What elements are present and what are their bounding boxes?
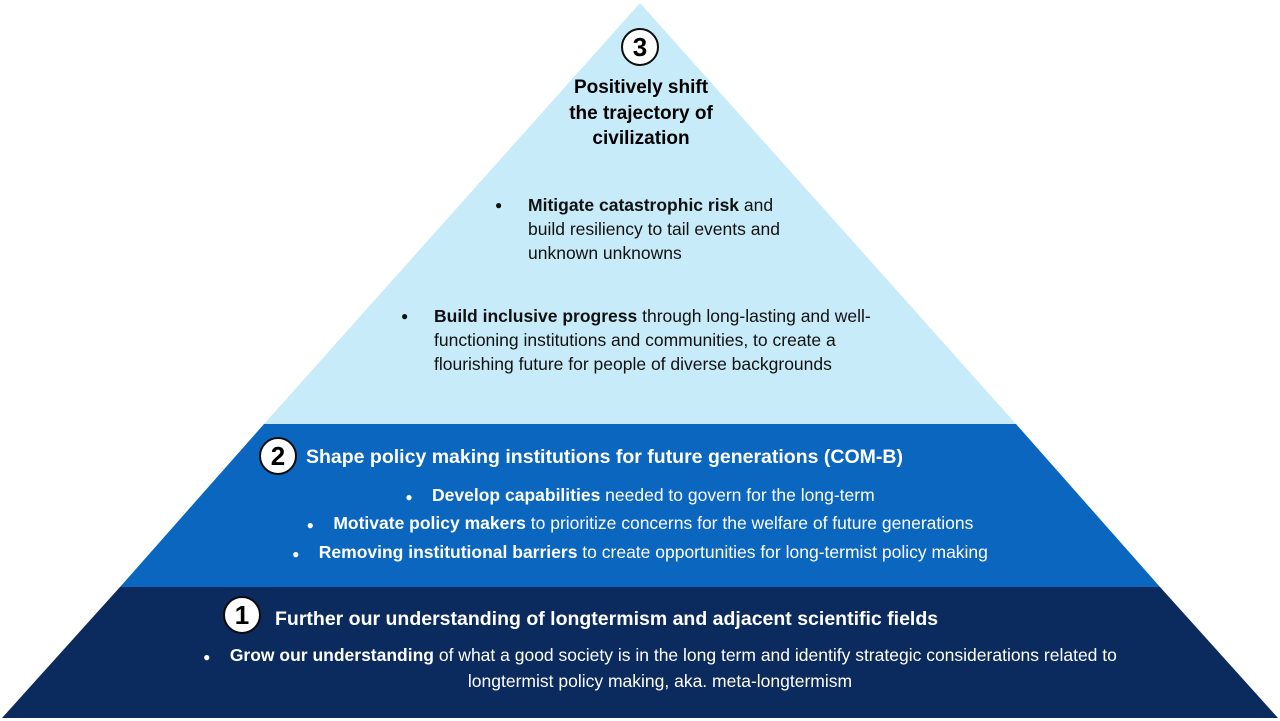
bullet-bold-text: Motivate policy makers: [333, 513, 526, 533]
bullet-text: needed to govern for the long-term: [600, 485, 875, 505]
bullet-icon: ●: [405, 490, 413, 504]
bullet-icon: ●: [306, 518, 314, 532]
bullet-bold-text: Build inclusive progress: [434, 306, 638, 326]
bullet-bold-text: Develop capabilities: [432, 485, 601, 505]
bullet-icon: ●: [495, 198, 503, 212]
bullet-bold-text: Mitigate catastrophic risk: [528, 195, 740, 215]
bullet-icon: ●: [401, 309, 409, 323]
tier-2-middle-section: [120, 424, 1160, 587]
bullet-icon: ●: [292, 547, 300, 561]
bullet-text: to prioritize concerns for the welfare o…: [525, 513, 974, 533]
bullet-icon: ●: [203, 650, 211, 664]
bullet-bold-text: Grow our understanding: [229, 645, 434, 665]
tier-1-number-badge: 1: [223, 596, 261, 634]
tier-2-number-badge: 2: [259, 437, 297, 475]
tier-2-bullet-1: ● Develop capabilities needed to govern …: [140, 485, 1140, 506]
tier-3-title: Positively shift the trajectory of civil…: [569, 77, 713, 149]
bullet-text: through long-lasting and well-functionin…: [434, 306, 871, 374]
bullet-text: to create opportunities for long-termist…: [577, 542, 988, 562]
tier-1-title: Further our understanding of longtermism…: [275, 608, 939, 630]
tier-1-bullet-1: ● Grow our understanding of what a good …: [160, 643, 1160, 693]
bullet-text: of what a good society is in the long te…: [433, 645, 1117, 691]
tier-1-bottom-section: [2, 587, 1278, 718]
tier-3-top-section: [264, 3, 1016, 424]
bullet-text: and build resiliency to tail events and …: [528, 195, 780, 263]
tier-3-bullet-1: Mitigate catastrophic risk and build res…: [528, 193, 788, 265]
tier-2-title: Shape policy making institutions for fut…: [306, 446, 903, 468]
tier-3-bullet-2: Build inclusive progress through long-la…: [434, 304, 894, 376]
tier-2-bullet-2: ● Motivate policy makers to prioritize c…: [140, 513, 1140, 534]
bullet-bold-text: Removing institutional barriers: [318, 542, 578, 562]
tier-3-number-badge: 3: [621, 28, 659, 66]
tier-2-bullet-3: ● Removing institutional barriers to cre…: [140, 542, 1140, 563]
